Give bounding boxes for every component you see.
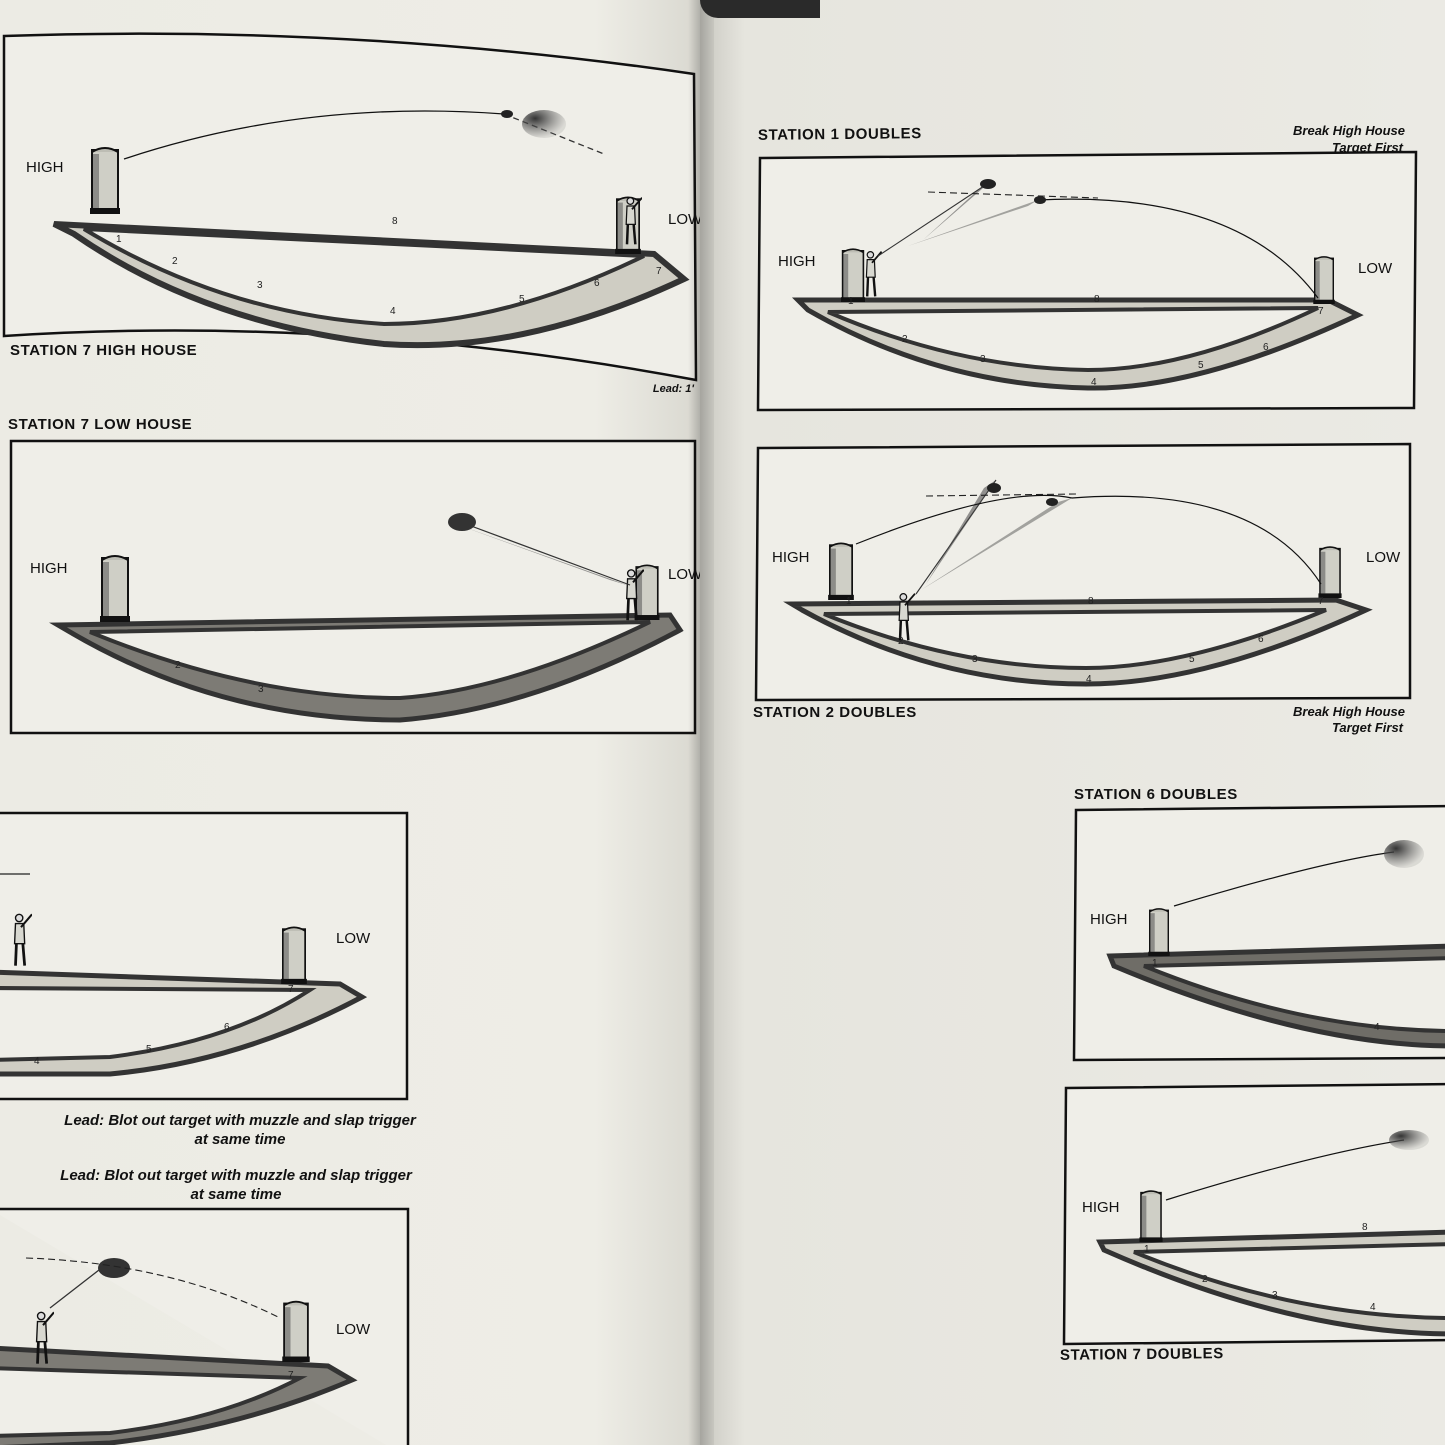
station-number: 7 bbox=[1318, 306, 1324, 317]
station-number: 2 bbox=[175, 660, 181, 671]
high-house-label: HIGH bbox=[778, 253, 816, 270]
station-number: 3 bbox=[257, 280, 263, 291]
note-station2-doubles-line2: Target First bbox=[1332, 720, 1403, 736]
station-number: 4 bbox=[34, 1056, 40, 1067]
station-number: 6 bbox=[1258, 634, 1264, 645]
station-number: 7 bbox=[656, 266, 662, 277]
station-number: 1 bbox=[116, 234, 122, 245]
station-number: 4 bbox=[1370, 1302, 1376, 1313]
station-number: 2 bbox=[1202, 1274, 1208, 1285]
note-station2-doubles-line1: Break High House bbox=[1293, 704, 1405, 720]
station-number: 6 bbox=[594, 278, 600, 289]
station-number: 4 bbox=[1086, 674, 1092, 685]
station-number: 5 bbox=[1189, 654, 1195, 665]
caption-station7-high-house: STATION 7 HIGH HOUSE bbox=[10, 342, 197, 359]
diagram-station2-doubles: HIGH LOW 1 2 3 4 5 6 7 8 bbox=[756, 444, 1412, 700]
station-number: 6 bbox=[1263, 342, 1269, 353]
station-number: 7 bbox=[288, 1370, 294, 1381]
diagram-station1-doubles: HIGH LOW 1 2 3 4 5 6 7 8 bbox=[758, 150, 1418, 412]
caption-station2-doubles: STATION 2 DOUBLES bbox=[753, 704, 917, 721]
left-page: HIGH LOW 1 2 3 4 5 6 7 8 STATION 7 HIGH … bbox=[0, 0, 700, 1445]
diagram-station7-doubles: HIGH 1 2 3 4 8 bbox=[1064, 1084, 1445, 1344]
station-number: 4 bbox=[1091, 377, 1097, 388]
station-number: 1 bbox=[848, 296, 854, 307]
station-number: 1 bbox=[1144, 1244, 1150, 1255]
low-house-label: LOW bbox=[336, 930, 371, 947]
note-station1-doubles-line1: Break High House bbox=[1293, 123, 1405, 139]
station-number: 1 bbox=[846, 596, 852, 607]
station-number: 8 bbox=[1362, 1222, 1368, 1233]
station-number: 5 bbox=[1198, 360, 1204, 371]
station-number: 6 bbox=[224, 1022, 230, 1033]
station-number: 7 bbox=[1318, 596, 1324, 607]
caption-station7-doubles: STATION 7 DOUBLES bbox=[1060, 1345, 1224, 1364]
caption-station1-doubles: STATION 1 DOUBLES bbox=[758, 125, 922, 144]
station-number: 3 bbox=[1272, 1290, 1278, 1301]
station-number: 7 bbox=[288, 984, 294, 995]
diagram-station6-doubles: HIGH 1 4 bbox=[1074, 806, 1445, 1062]
high-house-label: HIGH bbox=[1090, 911, 1128, 928]
high-house-label: HIGH bbox=[30, 560, 68, 577]
station-number: 1 bbox=[1152, 958, 1158, 969]
station-number: 4 bbox=[1374, 1022, 1380, 1033]
low-house-label: LOW bbox=[1358, 260, 1393, 277]
diagram-lower-2: LOW 7 bbox=[0, 1208, 410, 1445]
station-number: 3 bbox=[980, 354, 986, 365]
station-number: 4 bbox=[390, 306, 396, 317]
station-number: 8 bbox=[392, 216, 398, 227]
low-house-label: LOW bbox=[336, 1321, 371, 1338]
station-number: 2 bbox=[902, 334, 908, 345]
station-number: 5 bbox=[519, 294, 525, 305]
diagram-station7-low-house: HIGH LOW 2 3 bbox=[10, 440, 696, 735]
station-number: 3 bbox=[972, 654, 978, 665]
high-house-label: HIGH bbox=[772, 549, 810, 566]
lead-lower-2: Lead: Blot out target with muzzle and sl… bbox=[56, 1166, 416, 1204]
lead-lower-1: Lead: Blot out target with muzzle and sl… bbox=[60, 1111, 420, 1149]
low-house-label: LOW bbox=[1366, 549, 1401, 566]
high-house-label: HIGH bbox=[26, 159, 64, 176]
lead-station7-high-house: Lead: 1' bbox=[653, 381, 694, 397]
low-house-label: LOW bbox=[668, 566, 700, 583]
station-number: 3 bbox=[258, 684, 264, 695]
background-corner bbox=[700, 0, 820, 18]
low-house-label: LOW bbox=[668, 211, 700, 228]
caption-station6-doubles: STATION 6 DOUBLES bbox=[1074, 786, 1238, 803]
station-number: 8 bbox=[1088, 596, 1094, 607]
station-number: 2 bbox=[172, 256, 178, 267]
station-number: 2 bbox=[898, 636, 904, 647]
high-house-label: HIGH bbox=[1082, 1199, 1120, 1216]
caption-station7-low-house: STATION 7 LOW HOUSE bbox=[8, 416, 192, 433]
station-number: 5 bbox=[146, 1044, 152, 1055]
right-page: STATION 1 DOUBLES Break High House Targe… bbox=[700, 0, 1445, 1445]
diagram-lower-1: LOW 4 5 6 7 bbox=[0, 812, 410, 1102]
diagram-station7-high-house: HIGH LOW 1 2 3 4 5 6 7 8 bbox=[4, 24, 698, 384]
station-number: 8 bbox=[1094, 294, 1100, 305]
